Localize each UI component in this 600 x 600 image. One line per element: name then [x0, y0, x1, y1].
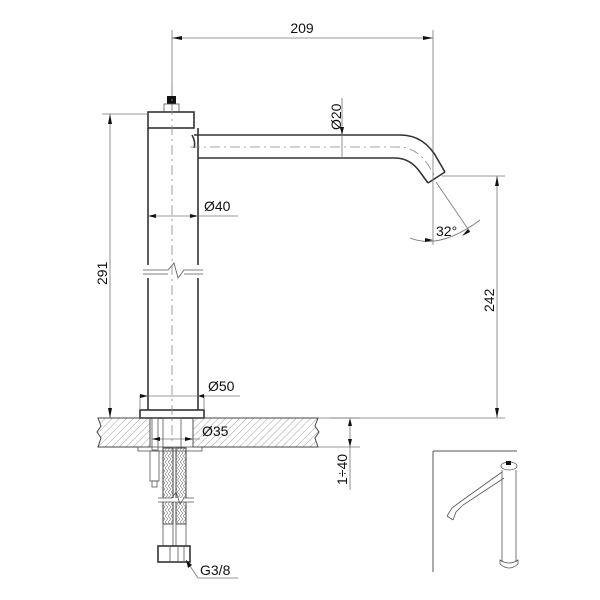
dimension-base-diameter — [139, 394, 240, 410]
dimension-label-291: 291 — [94, 261, 110, 285]
dimension-label-thread: G3/8 — [200, 562, 231, 578]
angle-32 — [409, 172, 481, 245]
dimension-label-spout-diameter: Ø20 — [328, 103, 344, 130]
dimension-label-body-diameter: Ø40 — [204, 198, 231, 214]
thread-leader — [185, 559, 238, 579]
faucet-body — [139, 85, 205, 445]
dimension-label-242: 242 — [481, 288, 497, 312]
dimension-body-diameter — [148, 214, 238, 218]
dimension-209 — [171, 30, 434, 172]
dimension-label-209: 209 — [290, 20, 314, 36]
dimension-291 — [102, 113, 148, 418]
spout — [190, 98, 446, 184]
countertop — [96, 417, 320, 488]
inset-3d-view — [432, 450, 519, 572]
dimension-label-hole-diameter: Ø35 — [202, 423, 229, 439]
flexible-hoses — [157, 447, 194, 563]
dimension-label-counter-thickness: 1÷40 — [334, 454, 350, 485]
dimension-hole-diameter — [152, 437, 200, 441]
dimension-label-angle: 32° — [436, 223, 457, 239]
dimension-counter-thickness — [318, 417, 360, 490]
dimension-label-base-diameter: Ø50 — [208, 378, 235, 394]
dimension-242 — [330, 175, 505, 419]
